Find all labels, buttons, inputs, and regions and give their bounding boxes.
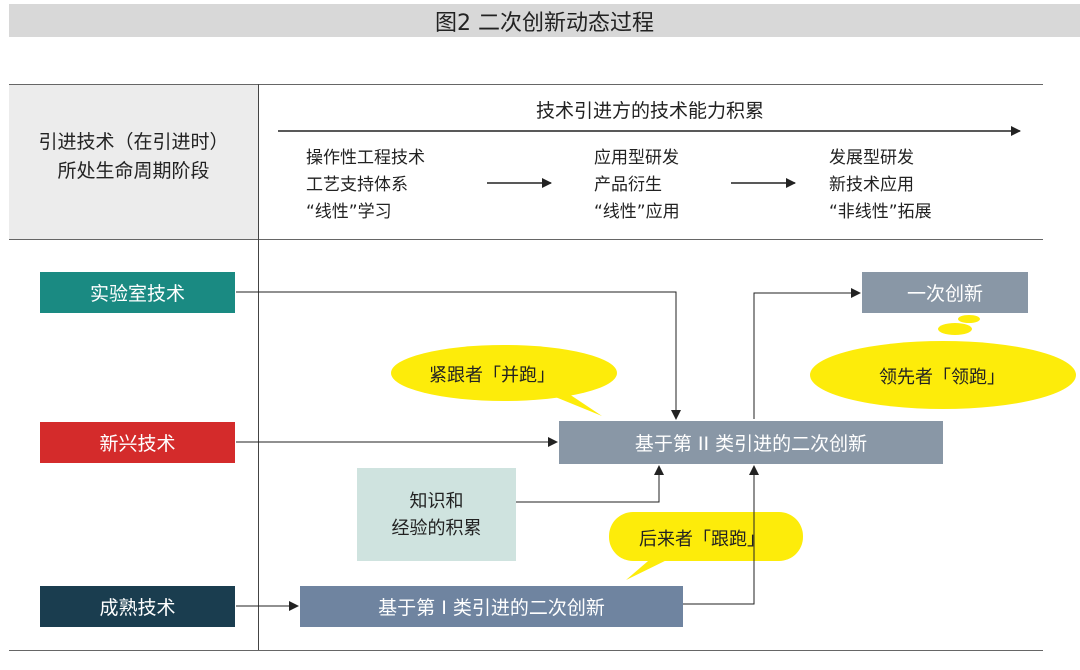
knowledge-box: 知识和 经验的积累 bbox=[357, 468, 516, 561]
left-header-line-2: 所处生命周期阶段 bbox=[57, 160, 210, 182]
table-top-rule bbox=[9, 84, 1043, 85]
follower-label: 紧跟者「并跑」 bbox=[429, 365, 555, 386]
header-bottom-rule bbox=[9, 239, 1043, 240]
leader-bubble bbox=[810, 315, 1076, 409]
stage-1: 操作性工程技术 工艺支持体系 “线性”学习 bbox=[306, 145, 425, 226]
knowledge-to-type2-arrow bbox=[516, 465, 664, 503]
type1-innovation-box: 基于第 I 类引进的二次创新 bbox=[300, 586, 683, 627]
lab-to-type2-arrow bbox=[236, 291, 681, 420]
stage-2-line-3: “线性”应用 bbox=[594, 202, 680, 222]
emerging-tech-box: 新兴技术 bbox=[40, 422, 235, 463]
leader-label: 领先者「领跑」 bbox=[879, 367, 1005, 388]
column-divider bbox=[258, 84, 259, 650]
primary-innovation-box: 一次创新 bbox=[862, 272, 1028, 313]
lab-tech-box: 实验室技术 bbox=[40, 272, 235, 313]
stage-1-line-2: 工艺支持体系 bbox=[306, 175, 408, 195]
stage-3-line-3: “非线性”拓展 bbox=[829, 202, 932, 222]
stage-3-line-2: 新技术应用 bbox=[829, 175, 914, 195]
type1-to-type2-arrow bbox=[683, 465, 759, 605]
type2-innovation-box: 基于第 II 类引进的二次创新 bbox=[559, 421, 943, 464]
stage-3-line-1: 发展型研发 bbox=[829, 148, 914, 168]
left-header-cell bbox=[9, 85, 258, 239]
left-header-line-1: 引进技术（在引进时） bbox=[38, 131, 229, 153]
knowledge-line-2: 经验的积累 bbox=[391, 517, 482, 539]
stage-2-line-1: 应用型研发 bbox=[594, 148, 679, 168]
follower-bubble bbox=[391, 345, 617, 416]
stage-1-line-1: 操作性工程技术 bbox=[306, 148, 425, 168]
figure-title: 图2 二次创新动态过程 bbox=[9, 4, 1080, 37]
stage-1-line-3: “线性”学习 bbox=[306, 202, 392, 222]
left-header-label: 引进技术（在引进时） 所处生命周期阶段 bbox=[9, 128, 258, 186]
stage-2-line-2: 产品衍生 bbox=[594, 175, 662, 195]
stage-3: 发展型研发 新技术应用 “非线性”拓展 bbox=[829, 145, 932, 226]
latecomer-label: 后来者「跟跑」 bbox=[639, 529, 765, 550]
type2-to-primary-arrow bbox=[753, 288, 861, 419]
mature-tech-box: 成熟技术 bbox=[40, 586, 235, 627]
knowledge-line-1: 知识和 bbox=[409, 490, 464, 512]
stage-2: 应用型研发 产品衍生 “线性”应用 bbox=[594, 145, 680, 226]
top-header-label: 技术引进方的技术能力积累 bbox=[535, 100, 764, 122]
table-bottom-rule bbox=[9, 650, 1043, 651]
